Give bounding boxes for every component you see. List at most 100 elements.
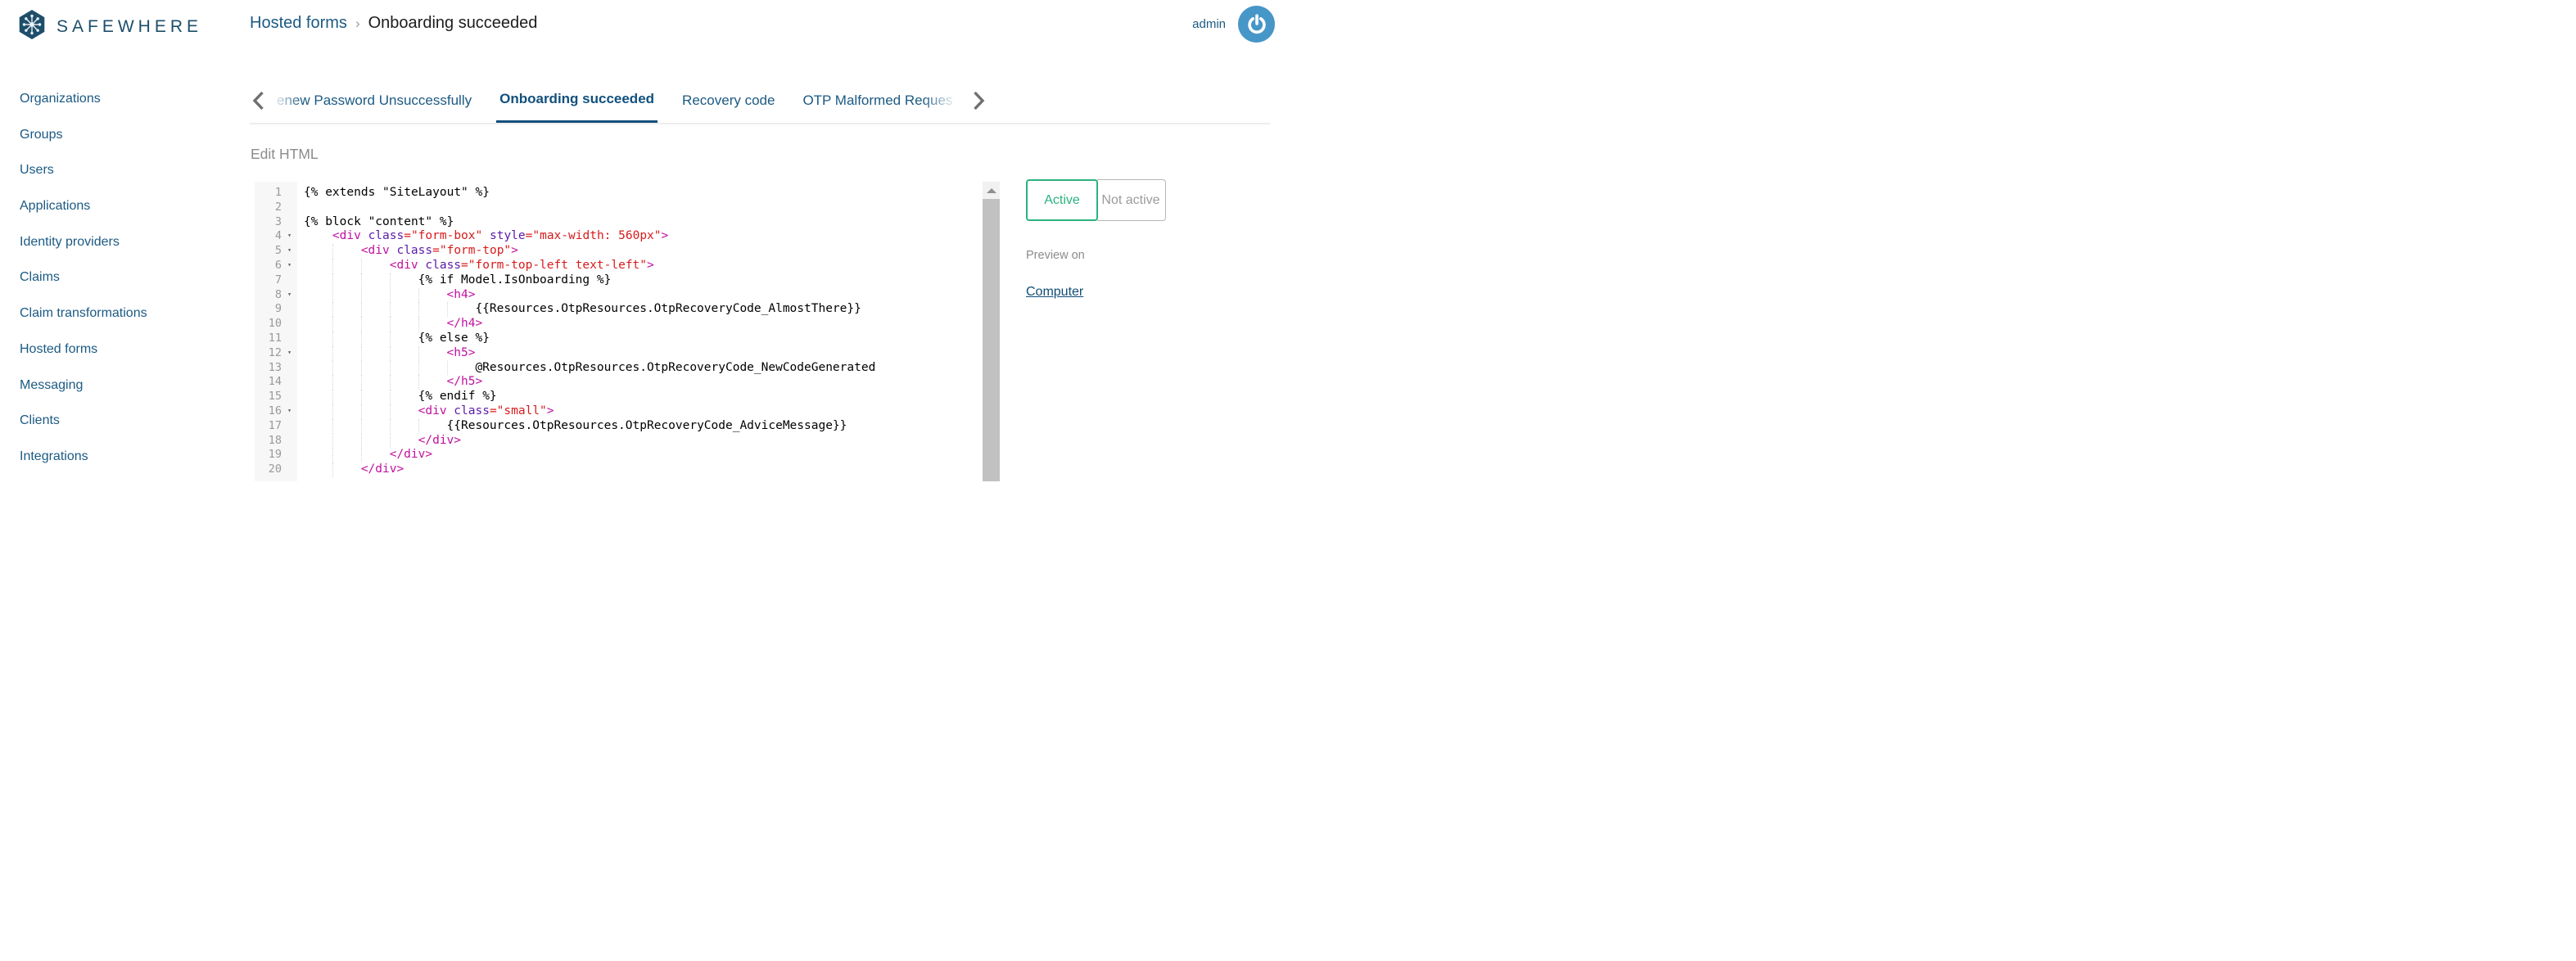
logout-button[interactable] [1238,6,1275,43]
tab-renew-password-unsuccessfully[interactable]: enew Password Unsuccessfully [277,92,472,108]
code-line[interactable]: </div> [304,462,983,477]
gutter-row: 13 [255,361,297,376]
username-label: admin [1192,17,1226,31]
tab-otp-malformed-request[interactable]: OTP Malformed Reques [802,92,953,108]
indent-guide [418,375,447,390]
sidebar-item-identity-providers[interactable]: Identity providers [20,234,120,249]
tabs-scroll-left-button[interactable] [250,78,267,123]
indent-guide [304,288,332,303]
indent-guide [389,404,418,419]
line-number: 11 [268,331,282,345]
sidebar-item-claim-transformations[interactable]: Claim transformations [20,306,147,321]
editor-code[interactable]: {% extends "SiteLayout" %} {% block "cont… [297,182,983,481]
indent-guide [389,302,418,318]
editor-scrollbar[interactable] [983,182,1000,481]
sidebar-item-claims[interactable]: Claims [20,270,60,285]
code-line[interactable] [304,201,983,215]
sidebar-item-clients[interactable]: Clients [20,413,60,428]
code-line[interactable]: <div class="form-top-left text-left"> [304,258,983,273]
indent-guide [304,361,332,376]
fold-spacer [282,317,297,332]
code-line[interactable]: {% if Model.IsOnboarding %} [304,273,983,288]
code-token-tag: > [511,244,518,258]
line-number: 2 [274,200,282,214]
gutter-row: 15 [255,390,297,404]
indent-guide [360,258,390,273]
code-line[interactable]: <div class="small"> [304,404,983,419]
line-number: 7 [274,273,282,286]
tabs-scroll-right-button[interactable] [970,78,987,123]
fold-spacer [282,434,297,449]
indent-guide [304,302,332,317]
indent-guide [360,375,390,390]
code-line[interactable]: </div> [304,448,983,463]
code-line[interactable]: {% extends "SiteLayout" %} [304,186,983,201]
sidebar-item-organizations[interactable]: Organizations [20,92,101,106]
code-line[interactable]: {% block "content" %} [304,215,983,230]
chevron-right-icon [974,91,985,110]
line-number: 20 [268,462,282,476]
gutter-row: 1 [255,186,297,201]
indent-guide [304,448,332,462]
sidebar-item-applications[interactable]: Applications [20,199,91,214]
code-line[interactable]: {{Resources.OtpResources.OtpRecoveryCode… [304,418,983,434]
tab-onboarding-succeeded[interactable]: Onboarding succeeded [496,78,658,123]
preview-computer-link[interactable]: Computer [1026,285,1084,299]
line-number: 13 [268,360,282,374]
indent-guide [389,375,418,390]
fold-arrow-icon[interactable]: ▾ [287,290,292,299]
code-token-attribute: class [454,404,490,417]
fold-arrow-icon[interactable]: ▾ [287,406,292,415]
code-line[interactable]: </div> [304,433,983,449]
code-token-tag: <h5> [446,345,476,359]
indent-guide [389,273,418,288]
indent-guide [418,302,447,318]
code-token-tag: > [661,229,669,243]
sidebar-item-groups[interactable]: Groups [20,127,63,142]
code-line[interactable]: {% else %} [304,331,983,346]
fold-spacer [282,375,297,390]
indent-guide [360,448,390,463]
sidebar-item-hosted-forms[interactable]: Hosted forms [20,341,98,356]
not-active-button[interactable]: Not active [1096,179,1166,221]
code-line[interactable]: <h5> [304,345,983,361]
code-line[interactable]: <div class="form-box" style="max-width: … [304,229,983,244]
code-line[interactable]: <div class="form-top"> [304,244,983,259]
sidebar-nav: Organizations Groups Users Applications … [20,91,233,485]
indent-guide [446,302,476,318]
fold-arrow-icon[interactable]: ▾ [287,232,292,241]
sidebar-item-messaging[interactable]: Messaging [20,377,84,392]
gutter-row: 16▾ [255,404,297,419]
breadcrumb-hosted-forms-link[interactable]: Hosted forms [250,14,347,32]
code-line[interactable]: @Resources.OtpResources.OtpRecoveryCode_… [304,360,983,376]
code-token-attribute: class [425,258,462,272]
tab-recovery-code[interactable]: Recovery code [682,92,775,108]
safewhere-logo: SAFEWHERE [18,9,202,44]
code-line[interactable]: {% endif %} [304,390,983,404]
indent-guide [304,462,332,477]
code-line[interactable]: <h4> [304,287,983,303]
code-token-attribute: class [368,229,404,243]
code-line[interactable]: {{Resources.OtpResources.OtpRecoveryCode… [304,302,983,318]
code-line[interactable]: </h4> [304,317,983,332]
fold-arrow-icon[interactable]: ▾ [287,348,292,357]
indent-guide [332,287,361,303]
scrollbar-thumb[interactable] [983,199,1000,481]
code-token-tag: </h4> [446,317,483,331]
sidebar-item-users[interactable]: Users [20,163,54,178]
indent-guide [332,390,361,404]
indent-guide [360,317,390,332]
active-button[interactable]: Active [1026,179,1098,221]
preview-on-label: Preview on [1026,249,1085,262]
fold-arrow-icon[interactable]: ▾ [287,246,292,255]
fold-arrow-icon[interactable]: ▾ [287,260,292,269]
code-line[interactable]: </h5> [304,375,983,390]
gutter-row: 12▾ [255,346,297,361]
code-token-tag: > [546,404,554,417]
sidebar-item-integrations[interactable]: Integrations [20,449,88,463]
line-number: 1 [274,186,282,199]
scrollbar-up-button[interactable] [983,182,1000,199]
gutter-row: 2 [255,201,297,215]
